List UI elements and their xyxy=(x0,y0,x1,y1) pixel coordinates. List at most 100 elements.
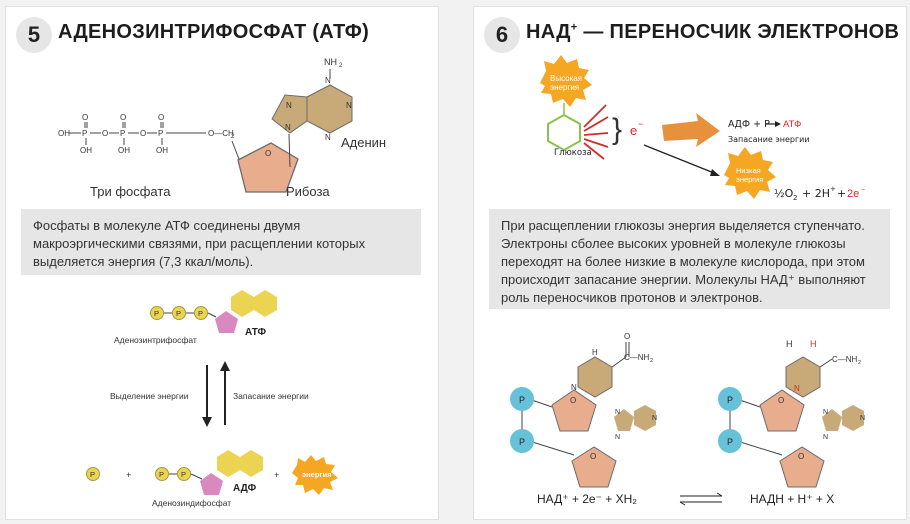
svg-text:C—NH: C—NH xyxy=(624,353,650,362)
adp-label: АДФ xyxy=(233,483,257,494)
panel-nad: 6 НАД+ — ПЕРЕНОСЧИК ЭЛЕКТРОНОВ Высокая э… xyxy=(473,6,907,520)
svg-text:энергия: энергия xyxy=(736,175,763,184)
svg-text:P: P xyxy=(181,470,186,479)
free-phosphate: P xyxy=(86,467,100,481)
svg-text:энергия: энергия xyxy=(550,83,579,92)
atp-molecule: P P P АТФ xyxy=(150,290,277,338)
equilibrium-arrows xyxy=(679,492,723,506)
svg-text:N: N xyxy=(286,101,292,110)
high-energy-burst: Высокая энергия xyxy=(540,55,592,107)
svg-text:O: O xyxy=(120,113,126,122)
svg-text:O: O xyxy=(265,149,271,158)
section-title: НАД+ — ПЕРЕНОСЧИК ЭЛЕКТРОНОВ xyxy=(526,21,900,43)
svg-text:OH: OH xyxy=(80,146,92,155)
svg-text:}: } xyxy=(612,113,622,146)
label-storage: Запасание энергии xyxy=(233,391,309,401)
svg-text:2: 2 xyxy=(231,134,235,140)
atp-diagram: OH P O OH O P O OH O P O OH xyxy=(58,57,386,508)
svg-text:P: P xyxy=(727,395,733,405)
svg-text:H: H xyxy=(786,339,793,349)
adenine: N N N N N NH 2 xyxy=(271,57,353,168)
glucose-label: Глюкоза xyxy=(554,148,592,158)
svg-text:O: O xyxy=(102,129,108,138)
section-title: АДЕНОЗИНТРИФОСФАТ (АТФ) xyxy=(58,21,370,43)
atp-info-box: Фосфаты в молекуле АТФ соединены двумя м… xyxy=(21,209,421,275)
svg-text:N: N xyxy=(285,123,291,132)
section-number: 6 xyxy=(484,17,520,53)
energy-storage-arrow xyxy=(662,113,720,147)
phosphorus-1: P xyxy=(82,129,87,138)
phosphorus-2: P xyxy=(120,129,125,138)
svg-text:N: N xyxy=(823,434,828,441)
svg-text:N: N xyxy=(325,133,331,142)
label-adenine: Аденин xyxy=(341,135,386,150)
svg-text:2: 2 xyxy=(650,358,653,364)
svg-text:2: 2 xyxy=(339,63,343,69)
svg-text:C—NH: C—NH xyxy=(832,355,858,364)
adp-plus-p: АДФ + Р xyxy=(728,119,770,130)
energy-burst: энергия xyxy=(292,455,338,495)
equation-right: НАДН + H⁺ + X xyxy=(750,492,834,506)
svg-text:O: O xyxy=(798,452,804,461)
svg-text:N: N xyxy=(860,415,865,422)
label-ribose: Рибоза xyxy=(286,184,330,199)
svg-text:+: + xyxy=(274,470,279,480)
svg-text:O: O xyxy=(82,113,88,122)
svg-text:P: P xyxy=(176,309,181,318)
svg-text:O: O xyxy=(140,129,146,138)
svg-text:Высокая: Высокая xyxy=(550,74,582,83)
svg-text:−: − xyxy=(861,187,865,194)
oxygen-equation: ½O 2 + 2H + + 2e − xyxy=(774,185,865,202)
svg-text:O—CH: O—CH xyxy=(208,129,234,138)
svg-text:O: O xyxy=(624,332,630,341)
nh2-label: NH xyxy=(324,57,337,67)
svg-text:N: N xyxy=(794,384,800,393)
svg-text:P: P xyxy=(519,437,525,447)
svg-text:O: O xyxy=(570,396,576,405)
svg-text:P: P xyxy=(198,309,203,318)
svg-text:P: P xyxy=(154,309,159,318)
svg-text:N: N xyxy=(823,409,828,416)
svg-text:N: N xyxy=(571,383,577,392)
electron-arrows xyxy=(583,104,609,160)
svg-text:N: N xyxy=(652,415,657,422)
svg-text:N: N xyxy=(615,409,620,416)
svg-text:O: O xyxy=(778,396,784,405)
nadh-reduced: P P O N H H C—NH 2 O N N N xyxy=(718,339,865,488)
svg-text:H: H xyxy=(592,348,598,357)
low-energy-burst: Низкая энергия xyxy=(724,147,776,199)
svg-text:P: P xyxy=(727,437,733,447)
label-three-phosphates: Три фосфата xyxy=(90,184,171,199)
svg-text:2: 2 xyxy=(793,194,797,202)
electron-symbol: e xyxy=(630,123,637,138)
svg-text:N: N xyxy=(346,101,352,110)
svg-text:OH: OH xyxy=(156,146,168,155)
adp-name: Аденозиндифосфат xyxy=(152,498,231,508)
svg-text:½O: ½O xyxy=(774,187,794,200)
svg-text:+ 2H: + 2H xyxy=(802,187,830,200)
svg-text:O: O xyxy=(590,452,596,461)
svg-text:N: N xyxy=(325,76,331,85)
glucose-ring: Глюкоза xyxy=(547,103,592,158)
oh-left: OH xyxy=(58,129,70,138)
adp-molecule: P P АДФ xyxy=(155,450,263,495)
svg-text:N: N xyxy=(615,434,620,441)
nad-oxidized: P P O N H O C—NH 2 O N N N xyxy=(510,332,657,488)
equation-left: НАД⁺ + 2e⁻ + XH₂ xyxy=(537,492,637,506)
svg-text:P: P xyxy=(159,470,164,479)
svg-text:+: + xyxy=(126,470,131,480)
label-release: Выделение энергии xyxy=(110,391,189,401)
svg-text:P: P xyxy=(90,470,95,479)
phosphorus-3: P xyxy=(158,129,163,138)
atp-label: АТФ xyxy=(245,327,266,338)
ribose-pentagon xyxy=(237,142,299,193)
phosphate-chain: OH P O OH O P O OH O P O OH xyxy=(58,113,235,155)
panel-atp: 5 АДЕНОЗИНТРИФОСФАТ (АТФ) OH P O OH O P … xyxy=(5,6,439,520)
svg-text:2: 2 xyxy=(858,360,861,366)
svg-text:2e: 2e xyxy=(847,188,859,200)
section-number: 5 xyxy=(16,17,52,53)
svg-text:Низкая: Низкая xyxy=(736,166,761,175)
svg-text:+: + xyxy=(830,185,836,193)
storage-label: Запасание энергии xyxy=(728,135,810,144)
atp-name: Аденозинтрифосфат xyxy=(114,335,197,345)
